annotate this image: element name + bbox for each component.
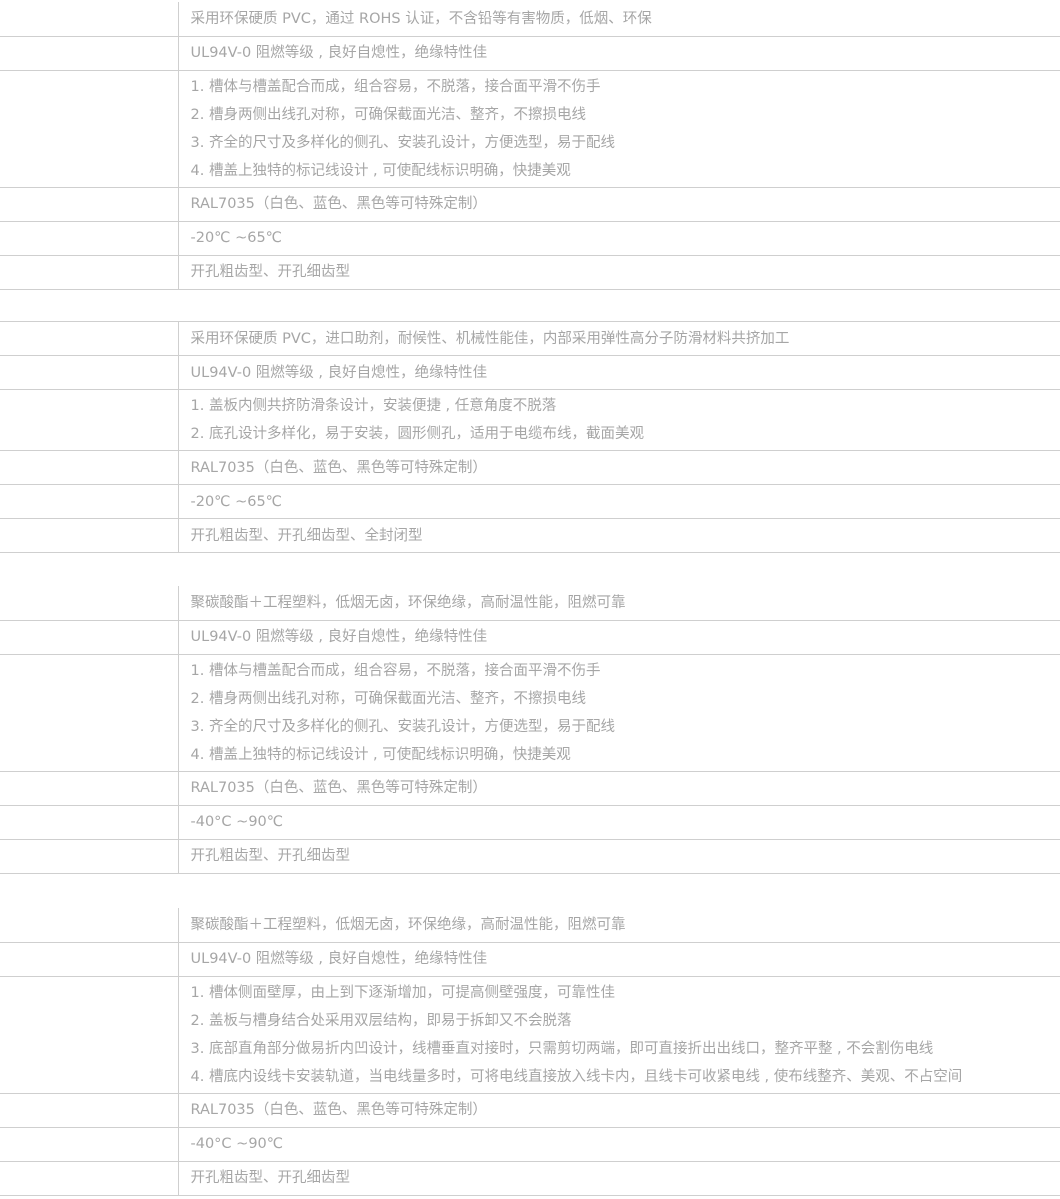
feature-line: 1. 槽体侧面壁厚，由上到下逐渐增加，可提高侧壁强度，可靠性佳: [190, 984, 615, 1001]
flame-row: UL94V-0 阻燃等级 , 良好自熄性，绝缘特性佳: [0, 355, 1060, 390]
feature-line: 2. 槽身两侧出线孔对称，可确保截面光洁、整齐，不擦损电线: [190, 106, 586, 123]
types-value: 开孔粗齿型、开孔细齿型: [190, 264, 351, 280]
color-row: RAL7035（白色、蓝色、黑色等可特殊定制）: [0, 187, 1060, 221]
types-value: 开孔粗齿型、开孔细齿型、全封闭型: [190, 527, 423, 544]
feature-line: 3. 齐全的尺寸及多样化的侧孔、安装孔设计，方便选型，易于配线: [190, 718, 615, 735]
color-row: RAL7035（白色、蓝色、黑色等可特殊定制）: [0, 450, 1060, 485]
color-value: RAL7035（白色、蓝色、黑色等可特殊定制）: [190, 459, 487, 476]
label-cell: [0, 484, 179, 519]
temperature-row: -40°C ~90℃: [0, 1127, 1060, 1161]
flame-value: UL94V-0 阻燃等级 , 良好自熄性，绝缘特性佳: [190, 45, 488, 61]
label-cell: [0, 70, 179, 187]
types-value: 开孔粗齿型、开孔细齿型: [190, 1170, 351, 1186]
spec-table-1: 采用环保硬质 PVC，通过 ROHS 认证，不含铅等有害物质，低烟、环保 UL9…: [0, 2, 1060, 290]
label-cell: [0, 355, 179, 390]
label-cell: [0, 805, 179, 839]
temperature-row: -20℃ ~65℃: [0, 221, 1060, 255]
material-row: 采用环保硬质 PVC，通过 ROHS 认证，不含铅等有害物质，低烟、环保: [0, 2, 1060, 36]
color-row: RAL7035（白色、蓝色、黑色等可特殊定制）: [0, 1093, 1060, 1127]
feature-line: 4. 槽盖上独特的标记线设计 , 可使配线标识明确，快捷美观: [190, 746, 571, 763]
label-cell: [0, 36, 179, 70]
label-cell: [0, 586, 179, 620]
feature-line: 2. 底孔设计多样化，易于安装，圆形侧孔，适用于电缆布线，截面美观: [190, 426, 644, 442]
material-value: 采用环保硬质 PVC，进口助剂，耐候性、机械性能佳，内部采用弹性高分子防滑材料共…: [190, 330, 790, 347]
temperature-value: -40°C ~90℃: [190, 814, 284, 830]
types-row: 开孔粗齿型、开孔细齿型、全封闭型: [0, 518, 1060, 553]
feature-line: 4. 槽盖上独特的标记线设计 , 可使配线标识明确，快捷美观: [190, 162, 571, 179]
color-value: RAL7035（白色、蓝色、黑色等可特殊定制）: [190, 780, 487, 796]
label-cell: [0, 255, 179, 289]
spec-table-4: 聚碳酸酯＋工程塑料，低烟无卤，环保绝缘，高耐温性能，阻燃可靠 UL94V-0 阻…: [0, 908, 1060, 1196]
label-cell: [0, 620, 179, 654]
features-row: 1. 槽体与槽盖配合而成，组合容易，不脱落，接合面平滑不伤手 2. 槽身两侧出线…: [0, 70, 1060, 187]
features-value: 1. 槽体与槽盖配合而成，组合容易，不脱落，接合面平滑不伤手 2. 槽身两侧出线…: [178, 70, 1060, 187]
temperature-value: -20℃ ~65℃: [190, 230, 282, 246]
label-cell: [0, 1161, 179, 1195]
temperature-value: -40°C ~90℃: [190, 1136, 284, 1152]
label-cell: [0, 1127, 179, 1161]
label-cell: [0, 771, 179, 805]
label-cell: [0, 389, 179, 451]
features-row: 1. 盖板内侧共挤防滑条设计，安装便捷 , 任意角度不脱落 2. 底孔设计多样化…: [0, 389, 1060, 451]
label-cell: [0, 450, 179, 485]
feature-line: 2. 盖板与槽身结合处采用双层结构，即易于拆卸又不会脱落: [190, 1012, 572, 1029]
flame-value: UL94V-0 阻燃等级 , 良好自熄性，绝缘特性佳: [190, 629, 488, 645]
label-cell: [0, 1093, 179, 1127]
color-value: RAL7035（白色、蓝色、黑色等可特殊定制）: [190, 196, 487, 212]
label-cell: [0, 654, 179, 771]
label-cell: [0, 221, 179, 255]
color-row: RAL7035（白色、蓝色、黑色等可特殊定制）: [0, 771, 1060, 805]
temperature-row: -40°C ~90℃: [0, 805, 1060, 839]
feature-line: 2. 槽身两侧出线孔对称，可确保截面光洁、整齐，不擦损电线: [190, 690, 586, 707]
features-value: 1. 槽体侧面壁厚，由上到下逐渐增加，可提高侧壁强度，可靠性佳 2. 盖板与槽身…: [178, 976, 1060, 1093]
spec-table-2: 采用环保硬质 PVC，进口助剂，耐候性、机械性能佳，内部采用弹性高分子防滑材料共…: [0, 321, 1060, 553]
material-row: 聚碳酸酯＋工程塑料，低烟无卤，环保绝缘，高耐温性能，阻燃可靠: [0, 908, 1060, 942]
flame-value: UL94V-0 阻燃等级 , 良好自熄性，绝缘特性佳: [190, 364, 488, 381]
features-row: 1. 槽体侧面壁厚，由上到下逐渐增加，可提高侧壁强度，可靠性佳 2. 盖板与槽身…: [0, 976, 1060, 1093]
material-value: 聚碳酸酯＋工程塑料，低烟无卤，环保绝缘，高耐温性能，阻燃可靠: [190, 916, 626, 933]
temperature-value: -20℃ ~65℃: [190, 493, 282, 510]
temperature-row: -20℃ ~65℃: [0, 484, 1060, 519]
flame-row: UL94V-0 阻燃等级 , 良好自熄性，绝缘特性佳: [0, 36, 1060, 70]
label-cell: [0, 976, 179, 1093]
material-value: 聚碳酸酯＋工程塑料，低烟无卤，环保绝缘，高耐温性能，阻燃可靠: [190, 594, 626, 611]
spec-table-3: 聚碳酸酯＋工程塑料，低烟无卤，环保绝缘，高耐温性能，阻燃可靠 UL94V-0 阻…: [0, 586, 1060, 874]
feature-line: 4. 槽底内设线卡安装轨道，当电线量多时，可将电线直接放入线卡内，且线卡可收紧电…: [190, 1068, 963, 1085]
label-cell: [0, 2, 179, 36]
feature-line: 1. 盖板内侧共挤防滑条设计，安装便捷 , 任意角度不脱落: [190, 398, 557, 414]
features-value: 1. 槽体与槽盖配合而成，组合容易，不脱落，接合面平滑不伤手 2. 槽身两侧出线…: [178, 654, 1060, 771]
features-row: 1. 槽体与槽盖配合而成，组合容易，不脱落，接合面平滑不伤手 2. 槽身两侧出线…: [0, 654, 1060, 771]
material-row: 聚碳酸酯＋工程塑料，低烟无卤，环保绝缘，高耐温性能，阻燃可靠: [0, 586, 1060, 620]
material-value: 采用环保硬质 PVC，通过 ROHS 认证，不含铅等有害物质，低烟、环保: [190, 10, 652, 27]
feature-line: 3. 齐全的尺寸及多样化的侧孔、安装孔设计，方便选型，易于配线: [190, 134, 615, 151]
material-row: 采用环保硬质 PVC，进口助剂，耐候性、机械性能佳，内部采用弹性高分子防滑材料共…: [0, 321, 1060, 356]
flame-value: UL94V-0 阻燃等级 , 良好自熄性，绝缘特性佳: [190, 951, 488, 967]
feature-line: 1. 槽体与槽盖配合而成，组合容易，不脱落，接合面平滑不伤手: [190, 78, 601, 95]
label-cell: [0, 187, 179, 221]
types-value: 开孔粗齿型、开孔细齿型: [190, 848, 351, 864]
color-value: RAL7035（白色、蓝色、黑色等可特殊定制）: [190, 1102, 487, 1118]
types-row: 开孔粗齿型、开孔细齿型: [0, 839, 1060, 873]
types-row: 开孔粗齿型、开孔细齿型: [0, 255, 1060, 289]
feature-line: 3. 底部直角部分做易折内凹设计，线槽垂直对接时，只需剪切两端，即可直接折出出线…: [190, 1040, 934, 1057]
types-row: 开孔粗齿型、开孔细齿型: [0, 1161, 1060, 1195]
label-cell: [0, 518, 179, 553]
flame-row: UL94V-0 阻燃等级 , 良好自熄性，绝缘特性佳: [0, 620, 1060, 654]
label-cell: [0, 942, 179, 976]
feature-line: 1. 槽体与槽盖配合而成，组合容易，不脱落，接合面平滑不伤手: [190, 662, 601, 679]
label-cell: [0, 839, 179, 873]
label-cell: [0, 321, 179, 356]
label-cell: [0, 908, 179, 942]
features-value: 1. 盖板内侧共挤防滑条设计，安装便捷 , 任意角度不脱落 2. 底孔设计多样化…: [178, 390, 1060, 451]
flame-row: UL94V-0 阻燃等级 , 良好自熄性，绝缘特性佳: [0, 942, 1060, 976]
